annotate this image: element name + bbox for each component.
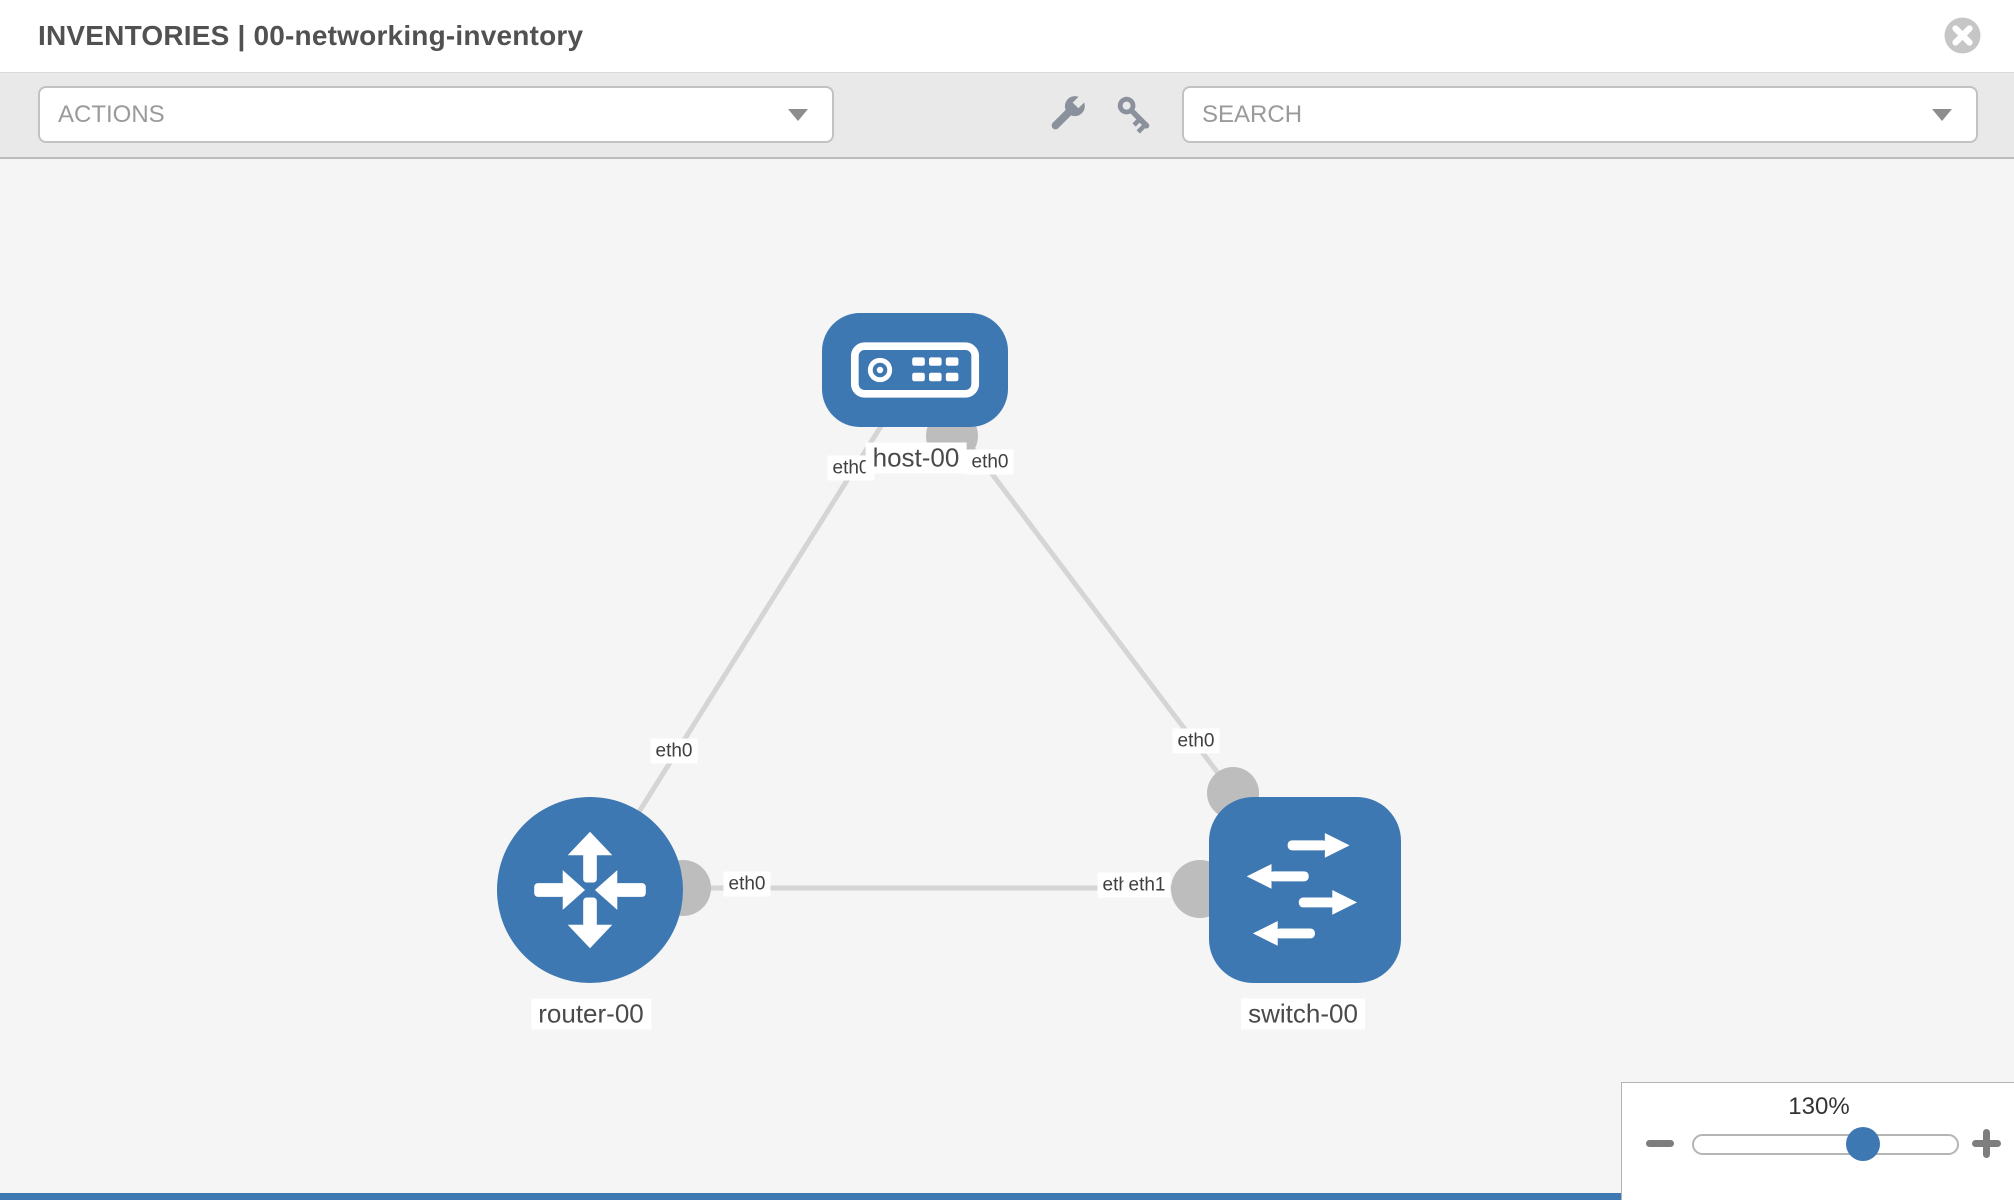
header: INVENTORIES | 00-networking-inventory <box>0 0 2014 73</box>
toolbar: ACTIONS SEARCH <box>0 73 2014 159</box>
page-title: INVENTORIES | 00-networking-inventory <box>38 20 584 51</box>
search-dropdown-label: SEARCH <box>1202 100 1303 128</box>
zoom-level: 130% <box>1788 1093 1850 1120</box>
router-icon <box>534 831 646 949</box>
chevron-down-icon <box>788 108 808 121</box>
zoom-slider-track[interactable] <box>1692 1134 1959 1155</box>
wrench-icon[interactable] <box>1044 91 1090 137</box>
node-switch-00[interactable] <box>1209 797 1401 983</box>
host-icon <box>850 342 980 398</box>
actions-dropdown[interactable]: ACTIONS <box>38 86 834 143</box>
search-dropdown[interactable]: SEARCH <box>1182 86 1978 143</box>
plus-icon <box>1983 1129 1990 1158</box>
key-icon[interactable] <box>1112 91 1158 137</box>
node-host-00[interactable] <box>822 313 1008 427</box>
node-router-00[interactable] <box>497 797 683 983</box>
minus-icon <box>1646 1140 1674 1147</box>
chevron-down-icon <box>1932 108 1952 121</box>
bottom-blue-strip <box>0 1193 1621 1200</box>
zoom-slider-thumb[interactable] <box>1845 1127 1880 1161</box>
switch-icon <box>1246 832 1358 946</box>
actions-dropdown-label: ACTIONS <box>58 100 165 128</box>
close-icon <box>1944 17 1981 54</box>
close-button[interactable] <box>1944 17 1981 54</box>
zoom-panel: 130% <box>1621 1082 2014 1200</box>
